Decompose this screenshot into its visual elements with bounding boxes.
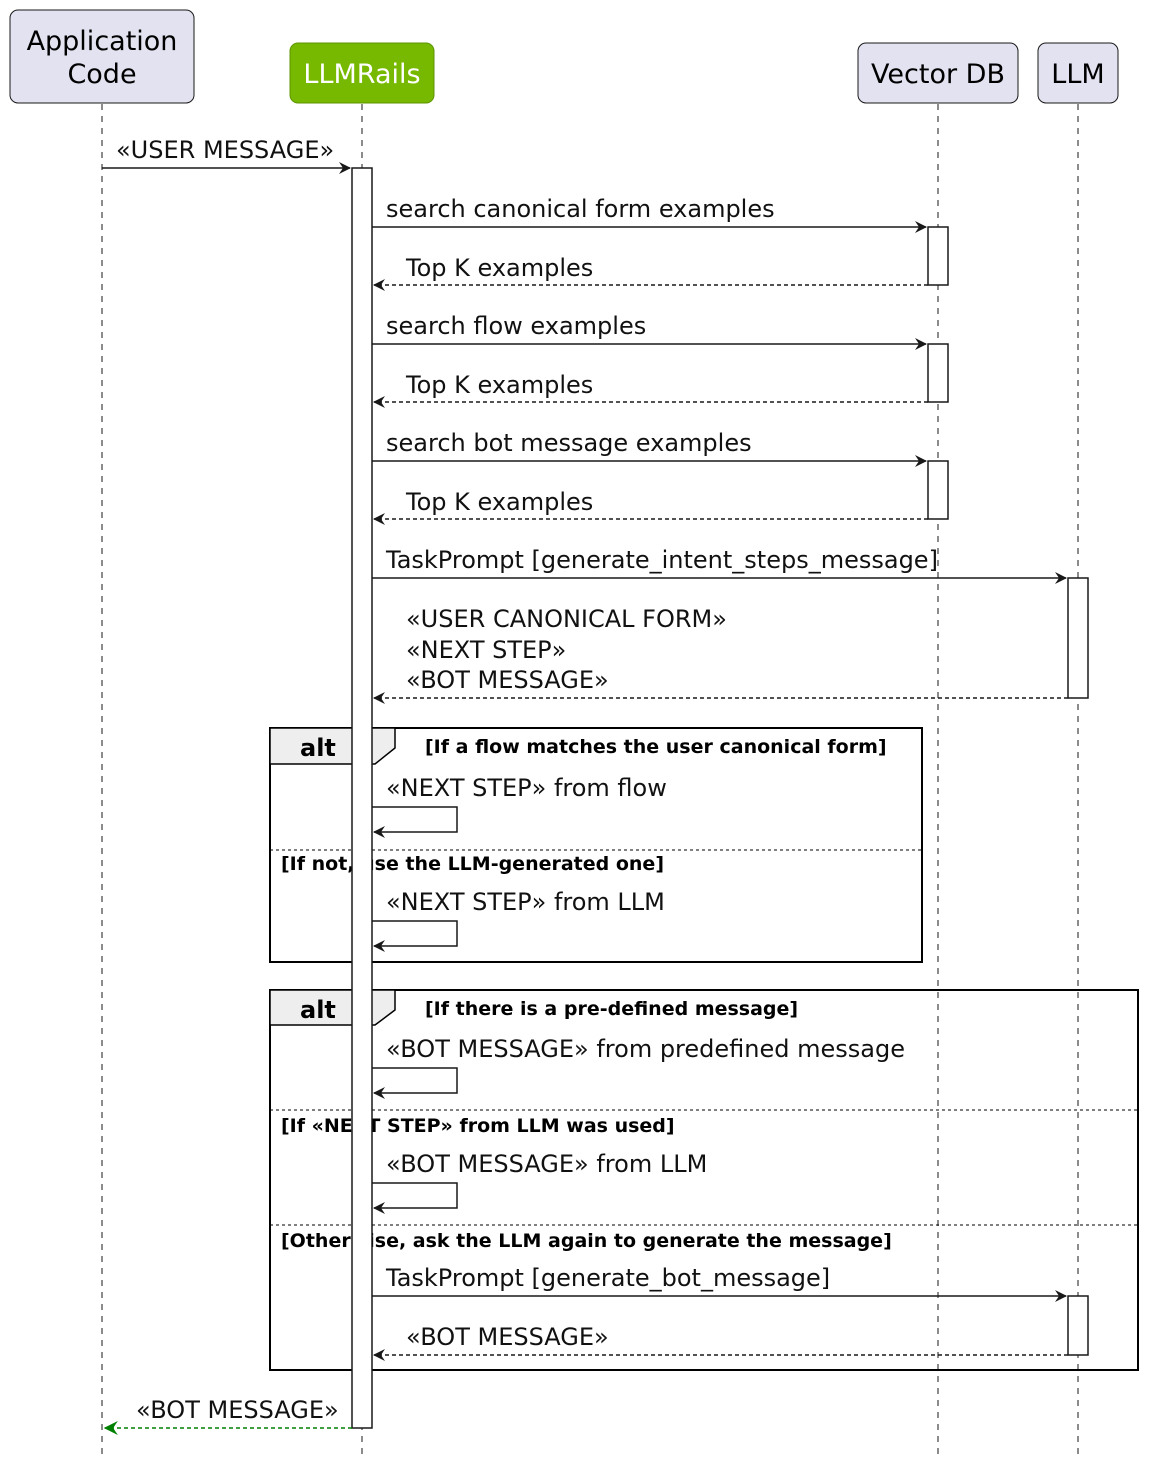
message-label-line: «BOT MESSAGE» bbox=[406, 666, 609, 694]
self-message-arrow bbox=[372, 1182, 458, 1214]
message-label: TaskPrompt [generate_bot_message] bbox=[385, 1264, 830, 1292]
message-label: Top K examples bbox=[405, 371, 593, 399]
self-message-arrow bbox=[372, 1067, 458, 1099]
message-label: «BOT MESSAGE» bbox=[136, 1396, 339, 1424]
alt-keyword: alt bbox=[300, 996, 336, 1024]
message-label: «BOT MESSAGE» from predefined message bbox=[386, 1035, 905, 1063]
participant-vector-db: Vector DB bbox=[857, 42, 1019, 104]
message-label: search flow examples bbox=[386, 312, 646, 340]
participant-llmrails: LLMRails bbox=[289, 42, 435, 104]
alt-keyword: alt bbox=[300, 734, 336, 762]
activation-vector-db bbox=[927, 343, 949, 403]
participant-label-line: Application bbox=[27, 26, 178, 57]
participant-label-line: LLMRails bbox=[303, 59, 420, 90]
alt-guard: [If not, use the LLM-generated one] bbox=[281, 853, 664, 875]
message-label: search bot message examples bbox=[386, 429, 752, 457]
message-label: «BOT MESSAGE» bbox=[406, 1323, 609, 1351]
message-label: «BOT MESSAGE» from LLM bbox=[386, 1150, 707, 1178]
message-label: search canonical form examples bbox=[386, 195, 775, 223]
alt-guard: [If there is a pre-defined message] bbox=[425, 998, 798, 1020]
message-label: «USER MESSAGE» bbox=[116, 136, 334, 164]
activation-llm bbox=[1067, 577, 1089, 699]
participant-label-line: Vector DB bbox=[871, 59, 1005, 90]
message-label: Top K examples bbox=[405, 254, 593, 282]
message-label: Top K examples bbox=[405, 488, 593, 516]
alt-guard: [If a flow matches the user canonical fo… bbox=[425, 736, 887, 758]
message-label: TaskPrompt [generate_intent_steps_messag… bbox=[385, 546, 938, 574]
participant-label-line: Code bbox=[67, 59, 136, 90]
alt-guard: [If «NEXT STEP» from LLM was used] bbox=[281, 1115, 675, 1137]
self-message-arrow bbox=[372, 806, 458, 838]
message-label-line: «NEXT STEP» bbox=[406, 636, 566, 664]
participant-label-line: LLM bbox=[1051, 59, 1104, 90]
self-message-arrow bbox=[372, 920, 458, 952]
alt-guard: [Otherwise, ask the LLM again to generat… bbox=[281, 1230, 892, 1252]
message-label: «NEXT STEP» from LLM bbox=[386, 888, 665, 916]
message-label: «NEXT STEP» from flow bbox=[386, 774, 667, 802]
alt-fragment-bot-message: alt [If there is a pre-defined message] … bbox=[269, 989, 1139, 1371]
activation-vector-db bbox=[927, 226, 949, 286]
activation-llmrails bbox=[351, 167, 373, 1429]
activation-llm bbox=[1067, 1295, 1089, 1356]
participant-application-code: Application Code bbox=[9, 9, 195, 104]
activation-vector-db bbox=[927, 460, 949, 520]
message-label-line: «USER CANONICAL FORM» bbox=[406, 605, 727, 633]
participant-llm: LLM bbox=[1037, 42, 1119, 104]
